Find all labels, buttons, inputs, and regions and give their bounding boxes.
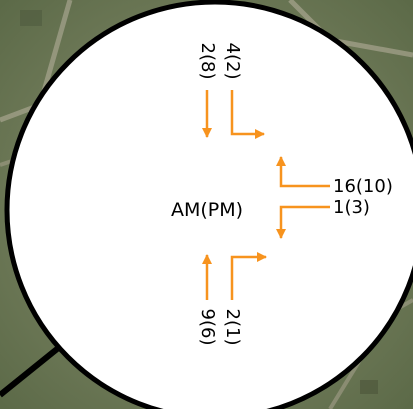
arrow-east-right — [276, 156, 330, 188]
arrow-south-right — [230, 252, 267, 300]
center-label: AM(PM) — [171, 199, 243, 221]
turn-arrows — [202, 90, 330, 300]
volume-east-1: 16(10) — [333, 176, 393, 197]
volume-north-2: 2(8) — [197, 43, 218, 80]
volume-east-2: 1(3) — [333, 197, 370, 218]
magnifier-handle — [0, 342, 64, 398]
volume-south-1: 2(1) — [222, 309, 243, 346]
arrow-east-left — [276, 205, 330, 239]
magnifier-circle — [4, 0, 413, 409]
arrow-north-left — [230, 90, 265, 139]
volume-south-2: 9(6) — [197, 309, 218, 346]
volume-north-1: 4(2) — [222, 43, 243, 80]
